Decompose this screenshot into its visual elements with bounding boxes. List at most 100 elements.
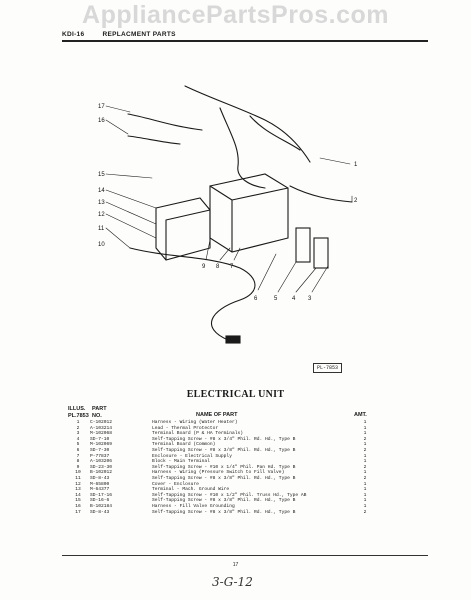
enclosure-cover [155, 197, 211, 261]
part-name: Self-Tapping Screw - #8 x 3/4" Phil. Rd.… [152, 436, 296, 442]
watermark: AppliancePartsPros.com [82, 1, 389, 29]
part-name: Self-Tapping Screw - #8 x 3/8" Phil. Rd.… [152, 509, 296, 515]
callout-12: 12 [98, 212, 105, 218]
table-row: 9 SD-23-30 Self-Tapping Screw - #10 x 1/4"… [60, 465, 430, 471]
part-name: Self-Tapping Screw - #10 x 1/4" Phil. Pa… [152, 464, 296, 470]
illus-number: 9 [76, 464, 80, 470]
model-number: KDI-16 [62, 31, 85, 38]
thermal-lead [289, 185, 353, 203]
part-number: SD-17-16 [90, 492, 113, 498]
terminal-board-p-ha [295, 227, 311, 263]
illus-number: 13 [75, 487, 81, 493]
figure-code: PL-7853 [313, 363, 343, 373]
terminal-board-common [313, 237, 329, 269]
callout-13: 13 [98, 200, 105, 206]
part-amount: 2 [363, 509, 367, 515]
illus-number: 2 [76, 425, 80, 431]
part-number: B-102012 [90, 470, 113, 476]
water-heater-harness [184, 85, 311, 163]
part-number: C-102012 [90, 420, 113, 425]
callout-10: 10 [98, 242, 105, 248]
enclosure [209, 173, 289, 253]
part-amount: 1 [363, 420, 367, 425]
harness-branch [219, 107, 266, 189]
illus-number: 12 [75, 481, 81, 487]
footer-rule [62, 555, 428, 556]
part-amount: 1 [363, 459, 367, 465]
part-number: B-102184 [90, 503, 113, 509]
callout-11: 11 [98, 226, 105, 232]
electrical-unit-diagram: 17 16 15 14 13 12 11 10 1 2 9 8 7 6 5 4 … [98, 85, 358, 344]
part-number: M-65800 [90, 481, 110, 487]
part-name: Self-Tapping Screw - #8 x 3/8" Phil. Rd.… [152, 447, 296, 453]
section-title: ELECTRICAL UNIT [186, 389, 285, 400]
illus-header-line1: ILLUS. [68, 406, 86, 412]
illus-number: 7 [76, 453, 80, 459]
callout-3: 3 [308, 296, 312, 302]
part-number: M-64377 [90, 487, 110, 493]
callout-1: 1 [354, 162, 358, 168]
part-header-line2: NO. [92, 412, 102, 419]
callout-9: 9 [202, 264, 206, 270]
pressure-switch-harness [129, 247, 256, 341]
part-amount: 2 [363, 447, 367, 453]
part-name: Lead - Thermal Protector [152, 425, 219, 431]
part-amount: 1 [363, 487, 367, 493]
part-name: Harness - Fill Valve Grounding [152, 503, 235, 509]
part-name: Self-Tapping Screw - #8 x 3/8" Phil. Rd.… [152, 498, 296, 504]
part-name: Self-Tapping Screw - #10 x 1/2" Phil. Tr… [152, 492, 307, 498]
part-amount: 2 [363, 436, 367, 442]
callout-14: 14 [98, 188, 105, 194]
part-amount: 1 [363, 470, 367, 476]
part-number: A-103206 [90, 459, 113, 465]
part-number: P-77837 [90, 453, 110, 459]
part-name: Enclosure - Electrical Supply [152, 453, 232, 459]
fill-valve-ground-harness [127, 113, 203, 131]
col-illus-header: ILLUS. PL.7853 [68, 406, 89, 419]
callout-2: 2 [354, 198, 358, 204]
table-row: 7 P-77837 Enclosure - Electrical Supply 1 [60, 454, 430, 460]
col-amt-header: AMT. [354, 412, 367, 418]
table-row: 8 A-103206 Block - Main Terminal 1 [60, 459, 430, 465]
part-name: Block - Main Terminal [152, 459, 210, 465]
callout-8: 8 [216, 264, 220, 270]
part-number: SD-7-30 [90, 447, 110, 453]
part-name: Harness - Wiring (Pressure Switch to Fil… [152, 470, 285, 476]
header-section: REPLACMENT PARTS [102, 31, 176, 38]
callout-7: 7 [230, 264, 234, 270]
header-rule [62, 40, 428, 42]
part-number: SD-7-10 [90, 436, 110, 442]
part-number: SD-23-30 [90, 464, 113, 470]
part-amount: 2 [363, 475, 367, 481]
illus-number: 3 [76, 431, 80, 437]
part-number: SD-8-43 [90, 475, 110, 481]
part-amount: 1 [363, 453, 367, 459]
col-part-header: PART NO. [92, 406, 107, 419]
part-name: Terminal - Mach. Ground Wire [152, 487, 230, 493]
illus-number: 6 [76, 447, 80, 453]
illus-number: 5 [76, 442, 80, 448]
callout-17: 17 [98, 104, 105, 110]
callout-4: 4 [292, 296, 296, 302]
part-number: A-103214 [90, 425, 113, 431]
illus-number: 8 [76, 459, 80, 465]
harness-branch-2 [249, 115, 301, 151]
table-row: 6 SD-7-30 Self-Tapping Screw - #8 x 3/8" P… [60, 448, 430, 454]
callout-16: 16 [98, 118, 105, 124]
part-amount: 1 [363, 481, 367, 487]
page-number: 17 [232, 562, 239, 568]
part-amount: 1 [363, 492, 367, 498]
table-row: 13 M-64377 Terminal - Mach. Ground Wire 1 [60, 487, 430, 493]
part-name: Cover - Enclosure [152, 481, 199, 487]
callout-6: 6 [254, 296, 258, 302]
